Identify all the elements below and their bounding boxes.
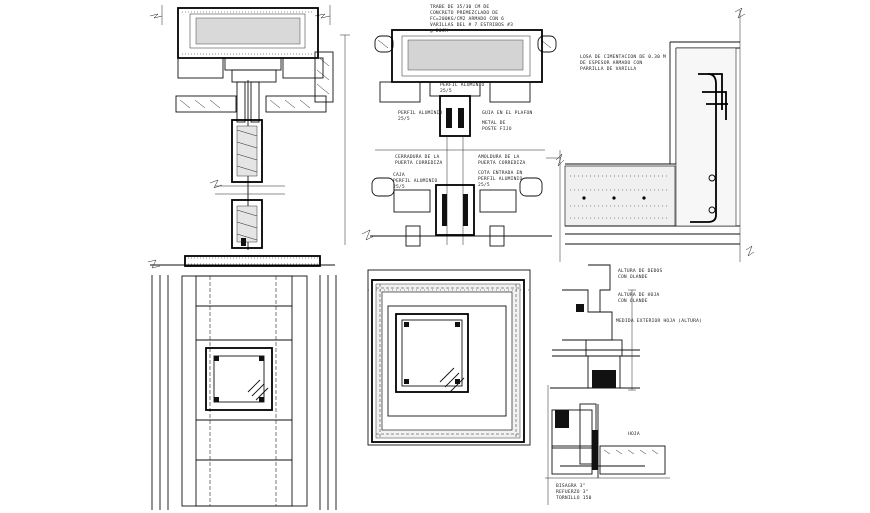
svg-text:CON OLANDE: CON OLANDE	[618, 298, 648, 304]
annotation-labels: TRABE DE 35/30 CM DE CONCRETO PREMEZCLAD…	[393, 4, 702, 501]
door-leaf-profile	[550, 264, 640, 391]
amoldura-label: AMOLDURA DE LA	[478, 154, 520, 160]
cerradura-label: CERRADURA DE LA	[395, 154, 440, 160]
hinge-detail	[545, 385, 670, 505]
losa-label: LOSA DE CIMENTACION DE 0.30 M	[580, 54, 666, 60]
perfil-top-label: PERFIL ALUMINIO	[440, 82, 485, 88]
svg-text:POSTE FIJO: POSTE FIJO	[482, 126, 512, 132]
column-plan-left	[151, 275, 337, 510]
svg-text:CON OLANDE: CON OLANDE	[618, 274, 648, 280]
svg-text:METAL DE: METAL DE	[482, 120, 506, 126]
foundation-slab-detail	[546, 7, 755, 262]
svg-text:CONCRETO PREMEZCLADO DE: CONCRETO PREMEZCLADO DE	[430, 10, 498, 16]
svg-text:VARILLAS DEL # 7 ESTRIBOS #3: VARILLAS DEL # 7 ESTRIBOS #3	[430, 22, 513, 28]
sliding-door-section	[340, 29, 557, 247]
svg-text:TORNILLO 150: TORNILLO 150	[556, 495, 592, 501]
svg-text:PARRILLA DE VARILLA: PARRILLA DE VARILLA	[580, 66, 636, 72]
hoja-label: HOJA	[628, 431, 640, 437]
svg-text:DE ESPESOR ARMADO CON: DE ESPESOR ARMADO CON	[580, 60, 642, 66]
door-vertical-section	[147, 5, 335, 269]
perfil-left-label: PERFIL ALUMINIO	[398, 110, 443, 116]
svg-text:@ 20CM: @ 20CM	[430, 28, 448, 34]
column-plan-center	[367, 269, 531, 446]
svg-text:PUERTA CORREDIZA: PUERTA CORREDIZA	[395, 160, 442, 166]
svg-text:REFUERZO 3": REFUERZO 3"	[556, 489, 589, 495]
cota-label: COTA ENTRADA EN	[478, 170, 523, 176]
svg-text:25/5: 25/5	[440, 88, 452, 94]
svg-text:25/5: 25/5	[398, 116, 410, 122]
svg-text:PERFIL ALUMINIO: PERFIL ALUMINIO	[393, 178, 438, 184]
medida-label: MEDIDA EXTERIOR HOJA (ALTURA)	[616, 318, 702, 324]
svg-text:25/5: 25/5	[478, 182, 490, 188]
svg-text:25/5: 25/5	[393, 184, 405, 190]
svg-text:FC=200KG/CM2 ARMADO CON 6: FC=200KG/CM2 ARMADO CON 6	[430, 16, 504, 22]
altura-hoja-label: ALTURA DE HOJA	[618, 292, 660, 298]
svg-text:PUERTA CORREDIZA: PUERTA CORREDIZA	[478, 160, 525, 166]
guia-label: GUIA EN EL PLAFON	[482, 110, 532, 116]
caja-label: CAJA	[393, 172, 405, 178]
svg-text:PERFIL ALUMINIO: PERFIL ALUMINIO	[478, 176, 523, 182]
altura-dedos-label: ALTURA DE DEDOS	[618, 268, 663, 274]
trabe-label: TRABE DE 35/30 CM DE	[430, 4, 489, 10]
bisagra-label: BISAGRA 3"	[556, 483, 586, 489]
